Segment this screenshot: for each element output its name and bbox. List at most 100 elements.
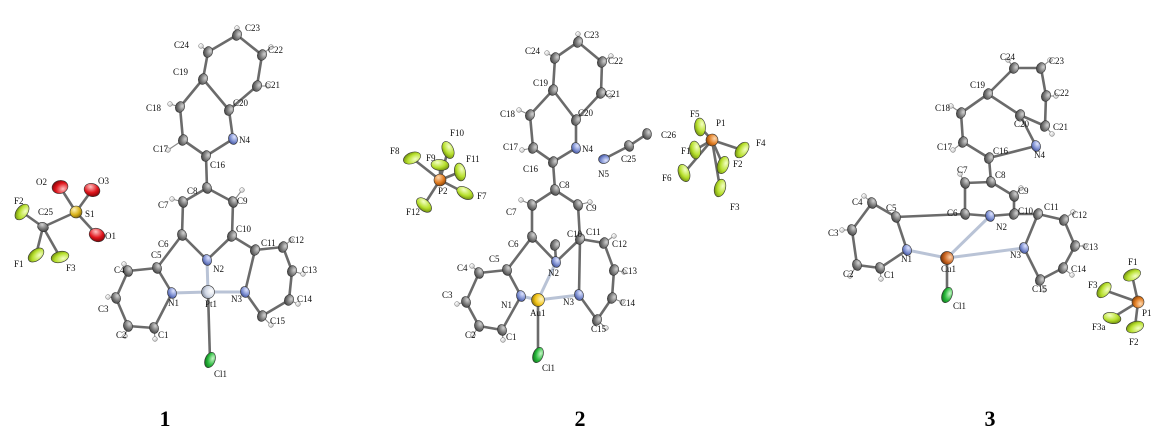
s3-atom-C5 bbox=[891, 211, 901, 223]
s2-pf6-a-atom-F7 bbox=[456, 186, 474, 200]
s2-atom-C17 bbox=[528, 142, 538, 154]
s2-atom-Au1 bbox=[531, 293, 545, 307]
s2-pf6-b-atom-F6 bbox=[677, 164, 691, 182]
s1-atom-label-C13: C13 bbox=[302, 265, 318, 275]
s3-hydrogen-atom bbox=[847, 273, 853, 279]
s3-pf6-atom-label-P1: P1 bbox=[1142, 308, 1152, 318]
s1-triflate-atom-label-C25: C25 bbox=[38, 207, 54, 217]
s1-atom-label-Cl1: Cl1 bbox=[214, 369, 227, 379]
s2-pf6-a-atom-label-F9: F9 bbox=[426, 153, 436, 163]
s3-atom-Cl1 bbox=[941, 287, 953, 303]
s1-triflate-atom-O1 bbox=[88, 227, 106, 243]
s1-atom-label-N1: N1 bbox=[168, 298, 179, 308]
s2-atom-label-C11: C11 bbox=[586, 227, 601, 237]
s3-atom-label-C5: C5 bbox=[886, 203, 897, 213]
s1-atom-label-N2: N2 bbox=[213, 264, 224, 274]
s1-atom-label-C17: C17 bbox=[153, 144, 169, 154]
s2-atom-label-C23: C23 bbox=[584, 30, 600, 40]
s2-bond-C21-C20 bbox=[574, 91, 603, 122]
s2-hydrogen-atom bbox=[619, 299, 625, 305]
s3-bond-C4-C3 bbox=[850, 201, 874, 232]
s1-atom-C10 bbox=[227, 230, 237, 242]
s3-atom-label-C6: C6 bbox=[947, 208, 958, 218]
s1-atom-N2 bbox=[202, 254, 212, 266]
s1-atom-label-C2: C2 bbox=[116, 330, 127, 340]
s2-pf6-b-atom-label-F3: F3 bbox=[730, 202, 740, 212]
s1-atom-label-C24: C24 bbox=[174, 40, 190, 50]
s2-atom-label-C15: C15 bbox=[591, 324, 607, 334]
s3-atom-C22 bbox=[1041, 90, 1051, 102]
s3-atom-label-C11: C11 bbox=[1044, 202, 1059, 212]
s1-atom-C20 bbox=[224, 104, 234, 116]
s1-hydrogen-atom bbox=[167, 101, 173, 107]
s2-pf6-b-atom-P1 bbox=[705, 133, 719, 147]
s3-atom-label-C21: C21 bbox=[1053, 122, 1068, 132]
s1-atom-label-C4: C4 bbox=[114, 265, 125, 275]
s3-atom-label-C15: C15 bbox=[1032, 284, 1048, 294]
s2-metal-bond-Au1-N3 bbox=[536, 293, 581, 302]
s3-atom-C3 bbox=[847, 224, 857, 236]
s2-pf6-a-atom-label-F10: F10 bbox=[450, 128, 465, 138]
s1-hydrogen-atom bbox=[169, 196, 175, 202]
s1-atom-label-Pt1: Pt1 bbox=[205, 299, 217, 309]
s2-atom-N2 bbox=[551, 256, 561, 268]
s2-atom-C13 bbox=[609, 264, 619, 276]
s2-atom-C14 bbox=[607, 292, 617, 304]
s1-atom-C15 bbox=[257, 310, 267, 322]
s2-hydrogen-atom bbox=[454, 301, 460, 307]
s3-atom-C7 bbox=[960, 177, 970, 189]
s2-hydrogen-atom bbox=[587, 199, 593, 205]
s1-hydrogen-atom bbox=[239, 187, 245, 193]
s2-atom-C6 bbox=[527, 231, 537, 243]
s3-atom-C17 bbox=[958, 136, 968, 148]
s2-pf6-b-atom-label-P1: P1 bbox=[716, 118, 726, 128]
s3-atom-label-C13: C13 bbox=[1083, 242, 1099, 252]
s3-hydrogen-atom bbox=[957, 171, 963, 177]
s3-atom-label-C3: C3 bbox=[828, 228, 839, 238]
s2-pf6-a-atom-label-F11: F11 bbox=[466, 154, 480, 164]
s1-bond-C19-C18 bbox=[178, 77, 205, 109]
s3-pf6-atom-F3a bbox=[1102, 312, 1122, 324]
s3-atom-C9 bbox=[1009, 190, 1019, 202]
s2-atom-label-N1: N1 bbox=[501, 300, 512, 310]
s2-pf6-a-atom-label-F8: F8 bbox=[390, 146, 400, 156]
s3-hydrogen-atom bbox=[948, 103, 954, 109]
s1-bond-Cl1-Pt1 bbox=[206, 290, 212, 362]
s1-atom-C4 bbox=[123, 265, 133, 277]
s1-atom-N4 bbox=[228, 133, 238, 145]
s3-hydrogen-atom bbox=[1041, 287, 1047, 293]
s3-atom-label-C7: C7 bbox=[957, 165, 968, 175]
s3-bond-C20-N4 bbox=[1018, 113, 1038, 148]
s2-atom-label-C18: C18 bbox=[500, 109, 516, 119]
s2-atom-C23 bbox=[573, 36, 583, 48]
s2-pf6-b-atom-F5 bbox=[694, 117, 706, 137]
s3-atom-C1 bbox=[875, 262, 885, 274]
s2-atom-label-N3: N3 bbox=[563, 297, 574, 307]
s1-atom-C2 bbox=[123, 320, 133, 332]
s1-hydrogen-atom bbox=[268, 322, 274, 328]
s3-bond-C3-C2 bbox=[850, 228, 859, 267]
s1-atom-label-C15: C15 bbox=[270, 316, 286, 326]
s3-bond-N4-C16 bbox=[987, 144, 1038, 160]
s1-triflate-atom-F3 bbox=[50, 250, 70, 264]
s1-atom-label-C10: C10 bbox=[236, 224, 252, 234]
s3-pf6-atom-P1 bbox=[1131, 295, 1145, 309]
s2-atom-label-C9: C9 bbox=[586, 203, 597, 213]
s2-pf6-b-atom-F4 bbox=[734, 141, 750, 159]
s2-atom-C24 bbox=[550, 52, 560, 64]
s3-atom-C6 bbox=[960, 208, 970, 220]
s1-triflate-atom-F2 bbox=[14, 203, 30, 221]
s2-atom-label-N2: N2 bbox=[548, 268, 559, 278]
s3-pf6-atom-label-F3: F3 bbox=[1088, 280, 1098, 290]
s2-pf6-a-atom-F8 bbox=[403, 151, 421, 165]
s2-solvent-atom-label-C25: C25 bbox=[621, 154, 637, 164]
s2-pf6-a-atom-label-F7: F7 bbox=[477, 191, 487, 201]
s2-atom-C11 bbox=[575, 233, 585, 245]
s2-atom-N4 bbox=[571, 142, 581, 154]
s2-atom-C21 bbox=[596, 87, 606, 99]
s2-pf6-b-atom-label-F1: F1 bbox=[681, 146, 691, 156]
s2-metal-bond-Au1-N2 bbox=[536, 260, 558, 302]
s2-atom-label-C7: C7 bbox=[506, 207, 517, 217]
s1-triflate-atom-F1 bbox=[27, 247, 45, 263]
s1-atom-label-C21: C21 bbox=[265, 80, 280, 90]
